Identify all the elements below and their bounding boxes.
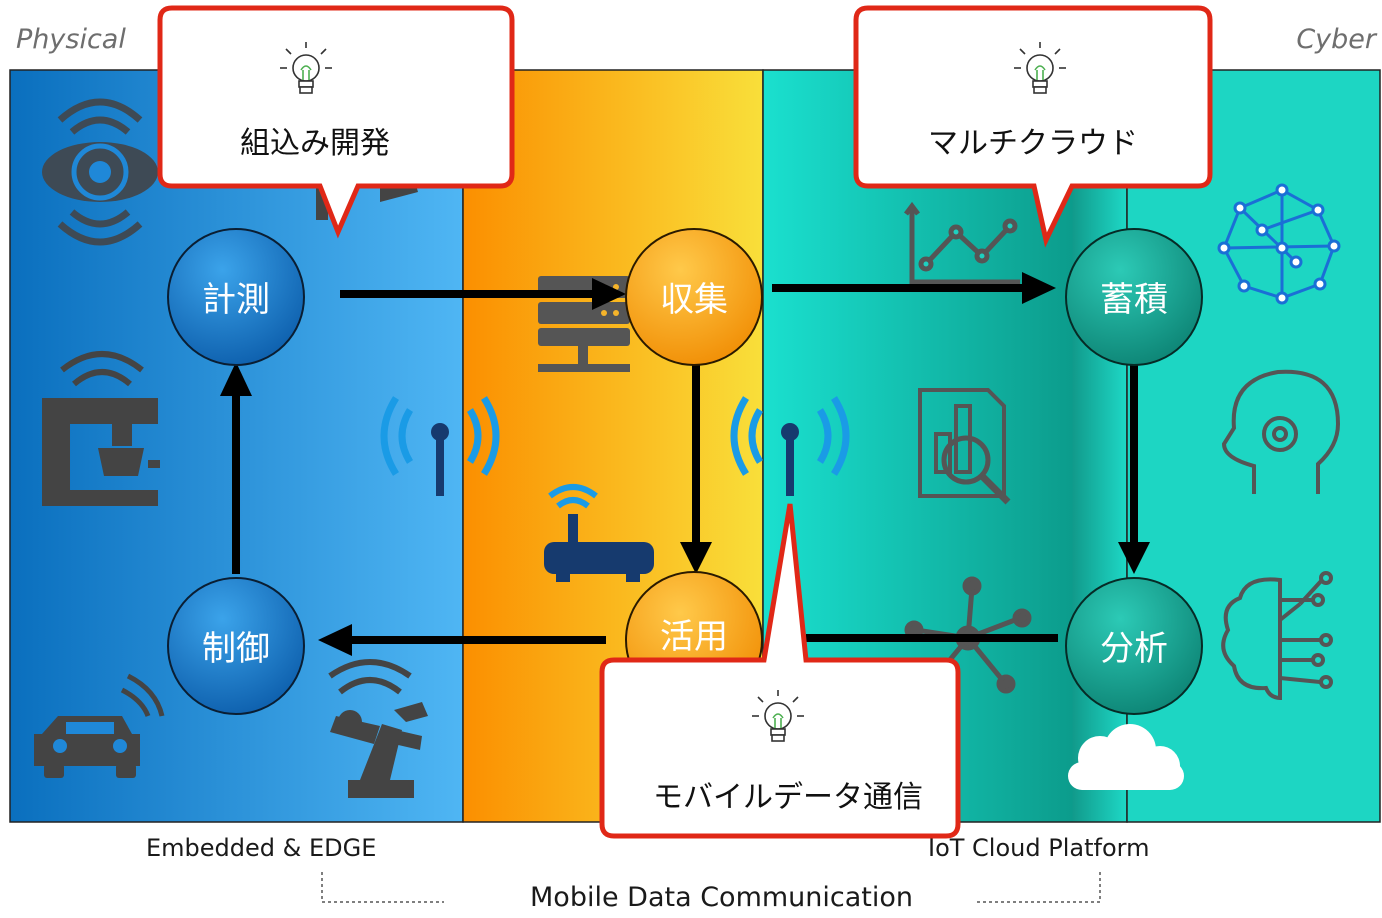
coffee-machine-icon <box>42 351 160 506</box>
node-store: 蓄積 <box>1065 228 1203 366</box>
callout-embedded-text: 組込み開発 <box>240 126 390 161</box>
node-utilize-label: 活用 <box>660 617 728 657</box>
lightbulb-icon <box>280 42 332 94</box>
brain-circuit-icon <box>1221 571 1333 701</box>
mobile-data-communication-label: Mobile Data Communication <box>530 882 914 913</box>
sensor-icon <box>42 98 158 246</box>
cyber-label: Cyber <box>1296 24 1376 55</box>
head-gear-icon <box>1221 369 1341 494</box>
node-analyze-label: 分析 <box>1100 629 1168 669</box>
node-control-label: 制御 <box>202 629 270 669</box>
callout-multicloud-text: マルチクラウド <box>928 126 1138 161</box>
cloud-icon <box>1068 724 1184 790</box>
lightbulb-icon <box>752 690 804 742</box>
robot-arm-icon <box>328 659 428 798</box>
chart-icon <box>904 201 1020 285</box>
callout-embedded <box>157 5 515 239</box>
embedded-edge-label: Embedded & EDGE <box>146 834 377 862</box>
node-collect: 収集 <box>625 228 763 366</box>
neural-net-icon <box>1217 183 1341 305</box>
node-measure: 計測 <box>167 228 305 366</box>
node-store-label: 蓄積 <box>1100 280 1168 320</box>
callout-mobile-text: モバイルデータ通信 <box>653 780 923 815</box>
iot-cloud-platform-label: IoT Cloud Platform <box>928 834 1150 862</box>
node-collect-label: 収集 <box>660 280 728 320</box>
node-measure-label: 計測 <box>202 280 270 320</box>
flow-arrows <box>220 272 1150 656</box>
mobile-label-bracket <box>321 872 1101 903</box>
antenna-icon <box>730 396 850 496</box>
physical-label: Physical <box>16 24 126 55</box>
car-icon <box>34 673 165 778</box>
callout-multicloud <box>853 5 1213 248</box>
router-icon <box>544 484 654 582</box>
document-search-icon <box>918 388 1011 505</box>
callout-mobile <box>599 503 961 839</box>
node-analyze: 分析 <box>1065 577 1203 715</box>
node-control: 制御 <box>167 577 305 715</box>
antenna-icon <box>380 396 500 496</box>
lightbulb-icon <box>1014 42 1066 94</box>
